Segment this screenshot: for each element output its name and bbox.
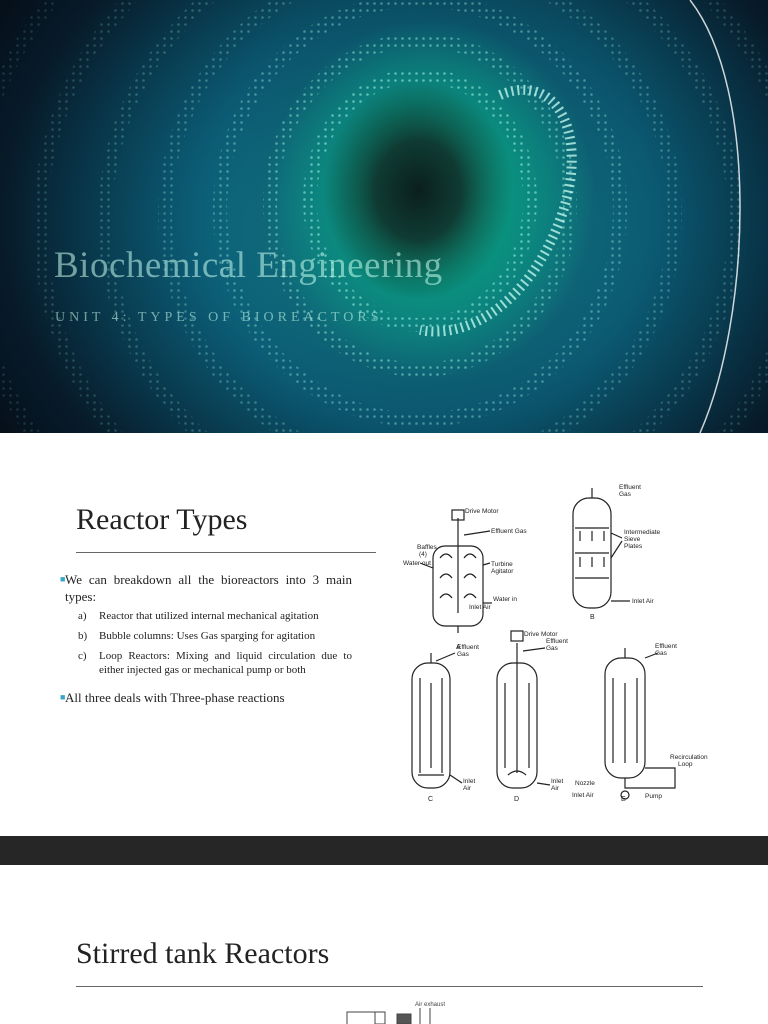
slide-title: Stirred tank Reactors (76, 937, 330, 970)
reactor-a-figure (419, 509, 492, 633)
sub-item-label: a) (78, 610, 87, 622)
label-recirculation: Recirculation (670, 754, 708, 761)
slide-title: Reactor Types (76, 503, 248, 536)
label-drive-motor: Drive Motor (465, 508, 499, 515)
reactor-e-figure (604, 648, 676, 800)
label-plates: Plates (624, 543, 643, 550)
label-sieve: Sieve (624, 536, 641, 543)
sub-list: a) Reactor that utilized internal mechan… (60, 609, 352, 677)
figure-letter-b: B (590, 614, 595, 621)
figure-letter-c: C (428, 796, 433, 803)
sub-list-item: a) Reactor that utilized internal mechan… (60, 609, 352, 623)
title-divider (76, 552, 376, 553)
slide-separator-band (0, 836, 768, 865)
reactor-b-figure (572, 488, 630, 609)
sub-item-label: c) (78, 650, 87, 662)
bullet-item: ■ We can breakdown all the bioreactors i… (60, 571, 352, 605)
light-tunnel-image (0, 0, 768, 433)
presentation-title: Biochemical Engineering (54, 245, 443, 286)
label-water-in: Water in (493, 596, 517, 603)
label-inlet-air: Inlet Air (469, 604, 492, 611)
bullet-text: All three deals with Three-phase reactio… (65, 690, 285, 705)
stirred-tank-diagram: Air exhaust (346, 1002, 445, 1024)
label-inlet: Inlet (463, 778, 475, 785)
label-inlet: Inlet (551, 778, 563, 785)
label-inlet-air: Inlet Air (632, 598, 655, 605)
label-inlet-air: Inlet Air (572, 792, 595, 799)
bullet-item: ■ All three deals with Three-phase react… (60, 689, 352, 706)
reactor-d-figure (496, 630, 551, 789)
label-baffles: Baffles (417, 544, 438, 551)
sub-list-item: c) Loop Reactors: Mixing and liquid circ… (60, 649, 352, 677)
label-effluent: Effluent (457, 644, 479, 651)
label-air-exhaust: Air exhaust (415, 1002, 445, 1008)
reactor-types-slide: Reactor Types ■ We can breakdown all the… (0, 433, 768, 836)
label-gas: Gas (546, 645, 559, 652)
label-gas: Gas (655, 650, 668, 657)
label-baffles-count: (4) (419, 551, 427, 558)
label-gas: Gas (619, 491, 632, 498)
bullet-marker-icon: ■ (60, 574, 66, 584)
title-divider (76, 986, 703, 987)
label-intermediate: Intermediate (624, 529, 661, 536)
label-effluent: Effluent (546, 638, 568, 645)
sub-list-item: b) Bubble columns: Uses Gas sparging for… (60, 629, 352, 643)
bullet-list: ■ We can breakdown all the bioreactors i… (60, 571, 352, 706)
label-drive-motor: Drive Motor (524, 631, 558, 638)
sub-item-label: b) (78, 630, 88, 642)
figure-letter-d: D (514, 796, 519, 803)
bioreactor-types-diagram: Drive Motor Effluent Gas Baffles (4) Wat… (403, 484, 708, 803)
label-turbine: Turbine (491, 561, 513, 568)
label-effluent: Effluent (619, 484, 641, 491)
label-agitator: Agitator (491, 568, 514, 575)
label-loop: Loop (678, 761, 693, 768)
figure-letter-e: E (621, 796, 626, 803)
bullet-marker-icon: ■ (60, 692, 66, 702)
sub-item-text: Bubble columns: Uses Gas sparging for ag… (99, 630, 316, 642)
label-air: Air (463, 785, 472, 792)
label-gas: Gas (457, 651, 470, 658)
label-nozzle: Nozzle (575, 780, 595, 787)
label-water-out: Water out (403, 560, 431, 567)
label-air: Air (551, 785, 560, 792)
reactor-c-figure (411, 652, 463, 789)
title-slide: Biochemical Engineering UNIT 4: TYPES OF… (0, 0, 768, 433)
sub-item-text: Loop Reactors: Mixing and liquid circula… (99, 650, 352, 676)
label-effluent-gas: Effluent Gas (491, 528, 527, 535)
label-effluent: Effluent (655, 643, 677, 650)
sub-item-text: Reactor that utilized internal mechanica… (99, 610, 319, 622)
bullet-text: We can breakdown all the bioreactors int… (65, 572, 352, 604)
presentation-subtitle: UNIT 4: TYPES OF BIOREACTORS (55, 310, 383, 325)
stirred-tank-slide: Stirred tank Reactors Air exhaust (0, 865, 768, 1024)
label-pump: Pump (645, 793, 662, 800)
figure-letter-a: A (456, 644, 461, 651)
